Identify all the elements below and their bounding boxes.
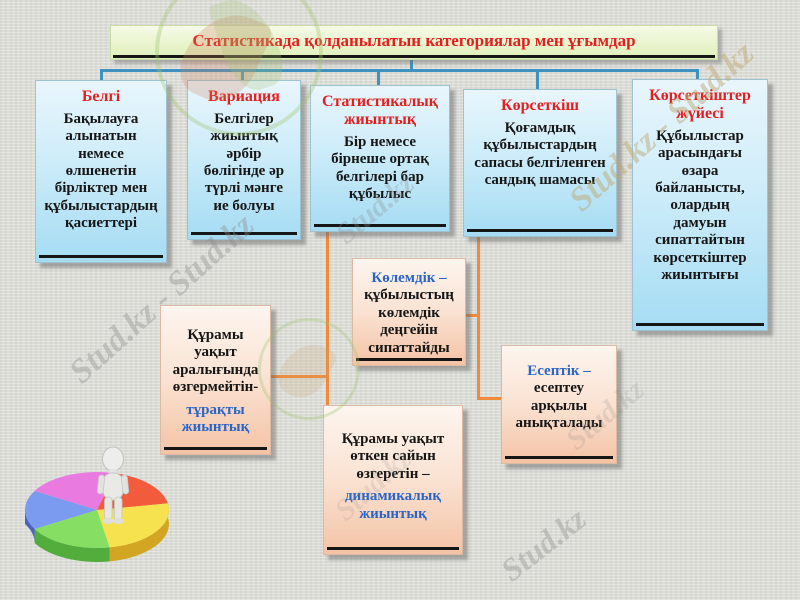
pie-wall-yellow: [109, 503, 169, 562]
box-variatsia: Вариация Белгілер жиынтық әрбір бөлігінд…: [187, 80, 301, 240]
box-volume-indicator: Көлемдік – құбылыстың көлемдік деңгейін …: [352, 258, 466, 366]
box-belgi-title: Белгі: [81, 88, 121, 105]
box-volume-indicator-term: Көлемдік –: [371, 270, 447, 286]
connector-orange-branch-volume: [466, 314, 478, 317]
pie-slice-pink: [34, 472, 116, 510]
box-calculated-indicator-body: есептеу арқылы анықталады: [515, 380, 603, 432]
connector-orange-vertical-left: [326, 231, 329, 406]
box-calculated-indicator: Есептік – есептеу арқылы анықталады: [501, 345, 617, 464]
watermark-text: Stud.kz: [493, 500, 593, 589]
box-dynamic-set-term: динамикалық жиынтық: [344, 488, 442, 522]
box-dynamic-set-body: Құрамы уақыт өткен сайын өзгеретін –: [341, 431, 445, 482]
connector-drop-3: [377, 71, 380, 86]
connector-drop-2: [241, 71, 244, 81]
box-statistical-set-body: Бір немесе бірнеше ортақ белгілері бар қ…: [331, 133, 429, 202]
connector-orange-branch-left: [271, 375, 327, 378]
pie-wall-green: [34, 529, 110, 562]
connector-orange-vertical-right: [477, 236, 480, 400]
slide-title: Статистикада қолданылатын категориялар м…: [192, 31, 636, 50]
box-korsetkish-title: Көрсеткіш: [501, 97, 579, 114]
slide-title-banner: Статистикада қолданылатын категориялар м…: [110, 25, 718, 60]
box-belgi: Белгі Бақылауға алынатын немесе өлшенеті…: [35, 80, 167, 263]
person-figure-clipart: [86, 446, 140, 531]
connector-top-horizontal: [100, 69, 699, 72]
box-korsetkish-body: Қоғамдық құбылыстардың сапасы белгіленге…: [474, 119, 606, 189]
box-variatsia-body: Белгілер жиынтық әрбір бөлігінде әр түрл…: [203, 110, 285, 214]
box-stable-set-term: тұрақты жиынтық: [181, 401, 250, 435]
person-figure-image: [96, 446, 130, 524]
pie-slice-blue: [24, 491, 97, 529]
box-statistical-set-title: Статистикалық жиынтық: [321, 93, 439, 128]
box-indicator-system-body: Құбылыстар арасындағы өзара байланысты, …: [653, 127, 747, 283]
box-stable-set: Құрамы уақыт аралығында өзгермейтін- тұр…: [160, 305, 271, 455]
box-korsetkish: Көрсеткіш Қоғамдық құбылыстардың сапасы …: [463, 89, 617, 237]
box-calculated-indicator-term: Есептік –: [527, 363, 591, 379]
box-indicator-system-title: Көрсеткіштер жүйесі: [649, 87, 751, 122]
connector-drop-4: [536, 71, 539, 90]
box-indicator-system: Көрсеткіштер жүйесі Құбылыстар арасындағ…: [632, 79, 768, 331]
box-statistical-set: Статистикалық жиынтық Бір немесе бірнеше…: [310, 85, 450, 232]
box-volume-indicator-body: құбылыстың көлемдік деңгейін сипаттайды: [364, 287, 454, 356]
connector-drop-5: [696, 71, 699, 80]
box-belgi-body: Бақылауға алынатын немесе өлшенетін бірл…: [44, 110, 158, 232]
connector-title-stem: [410, 58, 413, 70]
connector-drop-1: [100, 71, 103, 81]
box-dynamic-set: Құрамы уақыт өткен сайын өзгеретін – дин…: [323, 405, 463, 555]
box-variatsia-title: Вариация: [208, 88, 280, 105]
pie-slice-green: [34, 510, 110, 548]
connector-orange-branch-calc: [479, 397, 502, 400]
box-stable-set-body: Құрамы уақыт аралығында өзгермейтін-: [172, 327, 259, 396]
